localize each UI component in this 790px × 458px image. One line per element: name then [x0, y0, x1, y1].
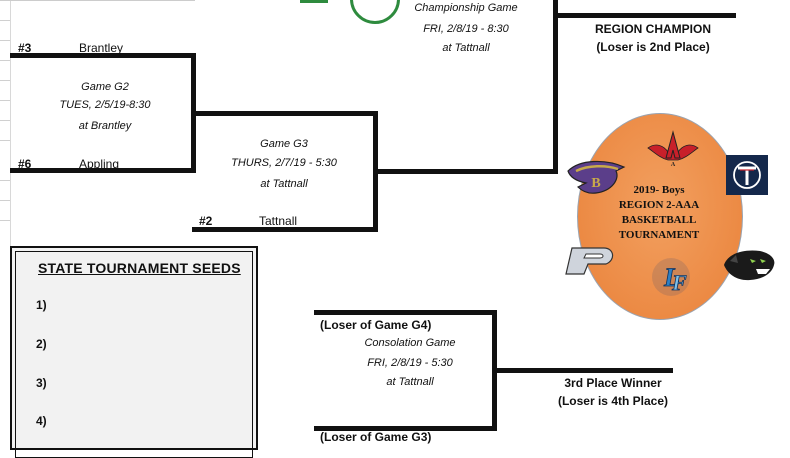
team-brantley: Brantley: [79, 41, 124, 55]
bracket-line-region-champion: [553, 13, 736, 18]
consolation-loser-g4: (Loser of Game G4): [320, 318, 432, 332]
consolation-game-date: FRI, 2/8/19 - 5:30: [367, 357, 453, 369]
bracket-line-consolation-bottom: [314, 426, 497, 431]
bracket-line-tattnall: [192, 227, 378, 232]
tournament-title: 2019- Boys REGION 2-AAA BASKETBALL TOURN…: [612, 183, 706, 243]
twins-logo-icon: [726, 155, 768, 195]
tournament-ellipse: [577, 113, 743, 320]
third-place-label: 3rd Place Winner: [564, 376, 662, 390]
bracket-line-appling: [10, 168, 196, 173]
seed-6-label: #6: [18, 157, 32, 171]
sheet-row-line: [0, 20, 10, 21]
team-appling: Appling: [79, 157, 120, 171]
ravens-logo-icon: B: [567, 160, 626, 194]
seed-2-label: #2: [199, 214, 213, 228]
svg-text:B: B: [591, 176, 600, 191]
game-g3-location: at Tattnall: [260, 178, 308, 190]
tournament-title-line2: REGION 2-AAA: [618, 199, 700, 211]
bracket-line-consolation-top: [314, 310, 497, 315]
state-seed-1: 1): [36, 298, 47, 312]
state-seeds-title: STATE TOURNAMENT SEEDS: [38, 260, 241, 276]
state-seeds-box: STATE TOURNAMENT SEEDS 1) 2) 3) 4): [10, 246, 258, 458]
sheet-top-line: [0, 0, 195, 1]
bracket-line-brantley: [10, 53, 196, 58]
sheet-row-line: [0, 180, 10, 181]
sheet-row-line: [0, 60, 10, 61]
bracket-line-championship-vertical: [553, 0, 558, 174]
sheet-row-line: [0, 220, 10, 221]
championship-game-title: Championship Game: [414, 2, 518, 14]
game-g2-date: TUES, 2/5/19-8:30: [59, 99, 151, 111]
svg-text:L: L: [663, 263, 680, 292]
sheet-row-line: [0, 80, 10, 81]
sheet-row-line: [0, 100, 10, 101]
consolation-game-location: at Tattnall: [386, 376, 434, 388]
tournament-title-line3: BASKETBALL: [621, 214, 697, 226]
tournament-title-line4: TOURNAMENT: [618, 229, 700, 241]
consolation-game-title: Consolation Game: [364, 337, 456, 349]
state-seed-2: 2): [36, 337, 47, 351]
sheet-column-divider: [10, 0, 11, 440]
tournament-title-line1: 2019- Boys: [633, 184, 685, 196]
bracket-line-g3-vertical: [373, 111, 378, 232]
team-tattnall: Tattnall: [259, 214, 298, 228]
sheet-row-line: [0, 200, 10, 201]
svg-text:F: F: [671, 270, 687, 295]
championship-game-date: FRI, 2/8/19 - 8:30: [423, 23, 509, 35]
bracket-line-consolation-vertical: [492, 310, 497, 430]
state-seeds-inner-border: [15, 251, 253, 458]
red-a-logo-icon: A: [647, 130, 699, 168]
green-logo-fragment: [300, 0, 328, 3]
third-place-sub-label: (Loser is 4th Place): [557, 394, 669, 408]
bracket-line-g2-winner: [196, 111, 378, 116]
bracket-line-g3-winner: [378, 169, 558, 174]
game-g3-title: Game G3: [260, 138, 308, 150]
region-champion-sub-label: (Loser is 2nd Place): [596, 40, 710, 54]
sheet-row-line: [0, 120, 10, 121]
state-seed-4: 4): [36, 414, 47, 428]
bracket-line-g2-vertical: [191, 53, 196, 173]
consolation-loser-g3: (Loser of Game G3): [320, 430, 432, 444]
lf-logo-icon: L F: [652, 258, 690, 296]
game-g2-location: at Brantley: [78, 120, 132, 132]
purdue-p-logo-icon: [565, 247, 614, 275]
bracket-line-third-place: [497, 368, 673, 373]
seed-3-label: #3: [18, 41, 32, 55]
state-seed-3: 3): [36, 376, 47, 390]
game-g3-date: THURS, 2/7/19 - 5:30: [231, 157, 337, 169]
sheet-row-line: [0, 140, 10, 141]
red-a-logo-letter: A: [671, 162, 676, 168]
game-g2-title: Game G2: [81, 81, 129, 93]
region-champion-label: REGION CHAMPION: [594, 22, 711, 36]
championship-game-location: at Tattnall: [442, 42, 490, 54]
panther-logo-icon: [724, 250, 775, 281]
sheet-row-line: [0, 40, 10, 41]
